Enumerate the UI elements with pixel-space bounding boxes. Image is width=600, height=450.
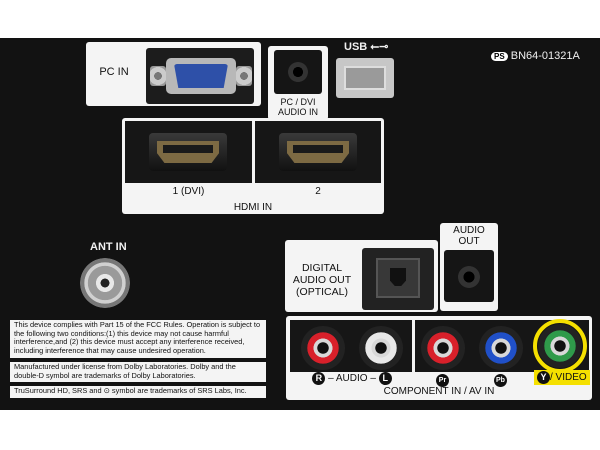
pr-label: Pr xyxy=(436,372,449,390)
optical-socket xyxy=(376,258,420,298)
vga-screw-left xyxy=(150,66,166,86)
r-badge: R xyxy=(312,372,326,385)
hdmi-2-label: 2 xyxy=(315,186,321,197)
pc-audio-in-jack[interactable] xyxy=(274,50,322,94)
audio-out-jack[interactable] xyxy=(444,250,494,302)
pc-dvi-label: PC / DVI xyxy=(280,97,316,107)
audio-l-jack[interactable] xyxy=(359,326,403,370)
pb-jack[interactable] xyxy=(479,326,523,370)
hdmi-1-port[interactable] xyxy=(149,133,227,171)
y-video-jack[interactable] xyxy=(538,324,582,368)
usb-label: USB ⭠⊸ xyxy=(344,41,389,53)
vga-port[interactable] xyxy=(166,58,236,94)
pb-label: Pb xyxy=(494,372,507,390)
usb-slot xyxy=(344,66,386,90)
y-video-label: Y/ VIDEO xyxy=(534,370,590,385)
usb-icon: ⭠⊸ xyxy=(370,41,389,53)
jack-hole xyxy=(288,62,308,82)
optical-label: (OPTICAL) xyxy=(296,286,348,298)
audio-rl-label: R – AUDIO – L xyxy=(292,372,412,385)
vga-port-frame[interactable] xyxy=(146,48,254,104)
audio-out-label-1: AUDIO xyxy=(453,225,485,236)
audio-r-jack[interactable] xyxy=(301,326,345,370)
pr-jack[interactable] xyxy=(421,326,465,370)
component-in-label: COMPONENT IN / AV IN xyxy=(383,386,495,397)
hdmi-2-port[interactable] xyxy=(279,133,357,171)
dolby-notice: Manufactured under license from Dolby La… xyxy=(10,362,266,382)
audio-in-label: AUDIO IN xyxy=(277,107,318,117)
model-number: PS BN64-01321A xyxy=(491,50,580,62)
ant-in-label: ANT IN xyxy=(90,241,127,253)
optical-port[interactable] xyxy=(362,248,434,310)
ps-badge: PS xyxy=(491,52,508,61)
srs-notice: TruSurround HD, SRS and ⊙ symbol are tra… xyxy=(10,386,266,398)
pc-in-label: PC IN xyxy=(99,66,129,78)
usb-port[interactable] xyxy=(336,58,394,98)
hdmi-1-label: 1 (DVI) xyxy=(172,186,205,197)
fcc-notice: This device complies with Part 15 of the… xyxy=(10,320,266,358)
vga-socket xyxy=(174,64,228,88)
vga-screw-right xyxy=(236,66,252,86)
hdmi-in-label: HDMI IN xyxy=(233,202,273,213)
ant-in-port[interactable] xyxy=(80,258,130,308)
l-badge: L xyxy=(378,372,392,385)
audio-out-label-line: AUDIO OUT xyxy=(292,274,352,286)
audio-out-label-2: OUT xyxy=(458,236,480,247)
digital-label: DIGITAL xyxy=(301,262,343,274)
